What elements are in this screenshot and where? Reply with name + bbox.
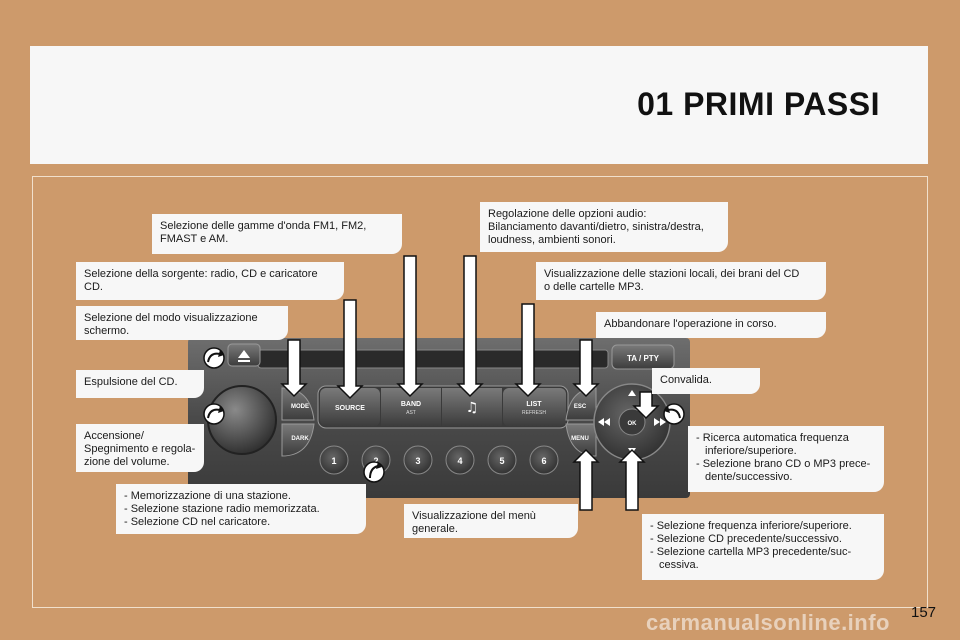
callout-list: Visualizzazione delle stazioni locali, d… bbox=[536, 262, 826, 300]
callout-updown-line-3: - Selezione cartella MP3 precedente/suc- bbox=[650, 546, 852, 558]
callout-power-line-1: Accensione/ bbox=[84, 430, 144, 442]
callout-esc: Abbandonare l'operazione in corso. bbox=[596, 312, 826, 338]
ta-pty-button[interactable] bbox=[611, 344, 675, 370]
watermark: carmanualsonline.info bbox=[646, 610, 890, 635]
esc-pointer-arrow bbox=[572, 339, 600, 398]
callout-updown: - Selezione frequenza inferiore/superior… bbox=[642, 514, 884, 580]
header-band: 01 PRIMI PASSI bbox=[30, 46, 928, 164]
esc-label: ESC bbox=[574, 404, 587, 410]
list-pointer-arrow bbox=[514, 303, 542, 398]
list-label: LIST bbox=[526, 401, 542, 408]
menu-label: MENU bbox=[571, 436, 589, 442]
updown-pointer-arrow bbox=[618, 448, 646, 511]
mode-pointer-arrow bbox=[280, 339, 308, 398]
callout-eject-line-1: Espulsione del CD. bbox=[84, 376, 178, 388]
source-label: SOURCE bbox=[335, 405, 365, 412]
preset-button-4[interactable] bbox=[445, 445, 475, 475]
callout-eject: Espulsione del CD. bbox=[76, 370, 204, 398]
dark-label: DARK bbox=[291, 436, 309, 442]
preset-button-1[interactable] bbox=[319, 445, 349, 475]
ok-pointer-arrow bbox=[632, 391, 660, 420]
band-label: BAND bbox=[401, 401, 421, 408]
callout-power: Accensione/ Spegnimento e regola- zione … bbox=[76, 424, 204, 472]
preset-button-3[interactable] bbox=[403, 445, 433, 475]
callout-mode: Selezione del modo visualizzazione scher… bbox=[76, 306, 288, 340]
dark-button[interactable] bbox=[281, 423, 315, 457]
page-title: 01 PRIMI PASSI bbox=[637, 86, 880, 122]
preset-button-5[interactable] bbox=[487, 445, 517, 475]
callout-mode-line-1: Selezione del modo visualizzazione bbox=[84, 312, 258, 324]
callout-updown-line-1: - Selezione frequenza inferiore/superior… bbox=[650, 520, 852, 532]
music-note-icon: ♫ bbox=[466, 400, 479, 416]
callout-seek: - Ricerca automatica frequenza inferiore… bbox=[688, 426, 884, 492]
seek-pointer-arrow bbox=[663, 403, 685, 425]
up-arrow-icon bbox=[628, 390, 636, 396]
callout-menu: Visualizzazione del menù generale. bbox=[404, 504, 578, 538]
callout-audio-line-2: Bilanciamento davanti/dietro, sinistra/d… bbox=[488, 221, 704, 233]
callout-presets: - Memorizzazione di una stazione. - Sele… bbox=[116, 484, 366, 534]
band-pointer-arrow bbox=[396, 255, 424, 398]
callout-menu-line-2: generale. bbox=[412, 523, 458, 535]
mode-label: MODE bbox=[291, 404, 309, 410]
cd-slot bbox=[257, 349, 609, 369]
curved-pointers bbox=[203, 347, 685, 483]
page-number: 157 bbox=[911, 604, 937, 621]
callout-ok: Convalida. bbox=[652, 368, 760, 394]
preset-label-2: 2 bbox=[373, 456, 378, 466]
callout-menu-line-1: Visualizzazione del menù bbox=[412, 510, 536, 522]
menu-pointer-arrow bbox=[572, 448, 600, 511]
callout-band-line-2: FMAST e AM. bbox=[160, 233, 229, 245]
callout-band: Selezione delle gamme d'onda FM1, FM2, F… bbox=[152, 214, 402, 254]
band-sub-label: AST bbox=[406, 410, 416, 416]
ok-button[interactable] bbox=[618, 408, 646, 436]
eject-icon bbox=[238, 350, 250, 358]
callout-presets-line-2: - Selezione stazione radio memorizzata. bbox=[124, 503, 320, 515]
content-frame bbox=[32, 176, 928, 608]
callout-list-line-2: o delle cartelle MP3. bbox=[544, 281, 644, 293]
callout-audio-line-1: Regolazione delle opzioni audio: bbox=[488, 208, 647, 220]
callout-audio: Regolazione delle opzioni audio: Bilanci… bbox=[480, 202, 728, 252]
callout-esc-line-1: Abbandonare l'operazione in corso. bbox=[604, 318, 777, 330]
preset-label-1: 1 bbox=[331, 456, 336, 466]
callout-presets-line-3: - Selezione CD nel caricatore. bbox=[124, 516, 271, 528]
callout-seek-line-4: dente/successivo. bbox=[705, 471, 793, 483]
preset-label-3: 3 bbox=[415, 456, 420, 466]
callout-seek-line-1: - Ricerca automatica frequenza bbox=[696, 432, 849, 444]
callout-seek-line-3: - Selezione brano CD o MP3 prece- bbox=[696, 458, 871, 470]
callout-source-line-1: Selezione della sorgente: radio, CD e ca… bbox=[84, 268, 318, 280]
menu-button[interactable] bbox=[565, 423, 597, 457]
source-button[interactable] bbox=[320, 388, 380, 426]
list-sub-label: REFRESH bbox=[522, 410, 546, 416]
next-icon bbox=[660, 418, 666, 426]
ok-label: OK bbox=[628, 421, 638, 427]
source-pointer-arrow bbox=[336, 299, 364, 400]
callout-source-line-2: CD. bbox=[84, 281, 103, 293]
callout-updown-line-2: - Selezione CD precedente/successivo. bbox=[650, 533, 842, 545]
callout-power-line-2: Spegnimento e regola- bbox=[84, 443, 196, 455]
callout-power-line-3: zione del volume. bbox=[84, 456, 170, 468]
callout-seek-line-2: inferiore/superiore. bbox=[705, 445, 797, 457]
callout-list-line-1: Visualizzazione delle stazioni locali, d… bbox=[544, 268, 800, 280]
callout-updown-line-4: cessiva. bbox=[659, 559, 699, 571]
audio-pointer-arrow bbox=[456, 255, 484, 398]
preset-label-5: 5 bbox=[499, 456, 504, 466]
preset-label-4: 4 bbox=[457, 456, 462, 466]
preset-label-6: 6 bbox=[541, 456, 546, 466]
ta-pty-label: TA / PTY bbox=[627, 354, 660, 363]
presets-pointer-arrow bbox=[363, 461, 385, 483]
power-pointer-arrow bbox=[203, 403, 225, 425]
pointer-arrows bbox=[280, 255, 660, 511]
callout-band-line-1: Selezione delle gamme d'onda FM1, FM2, bbox=[160, 220, 367, 232]
previous-icon bbox=[598, 418, 604, 426]
callout-ok-line-1: Convalida. bbox=[660, 374, 712, 386]
callout-mode-line-2: schermo. bbox=[84, 325, 130, 337]
list-button[interactable] bbox=[503, 388, 566, 426]
callout-source: Selezione della sorgente: radio, CD e ca… bbox=[76, 262, 344, 300]
eject-pointer-arrow bbox=[203, 347, 225, 369]
preset-button-6[interactable] bbox=[529, 445, 559, 475]
callout-presets-line-1: - Memorizzazione di una stazione. bbox=[124, 490, 291, 502]
callout-audio-line-3: loudness, ambienti sonori. bbox=[488, 234, 616, 246]
